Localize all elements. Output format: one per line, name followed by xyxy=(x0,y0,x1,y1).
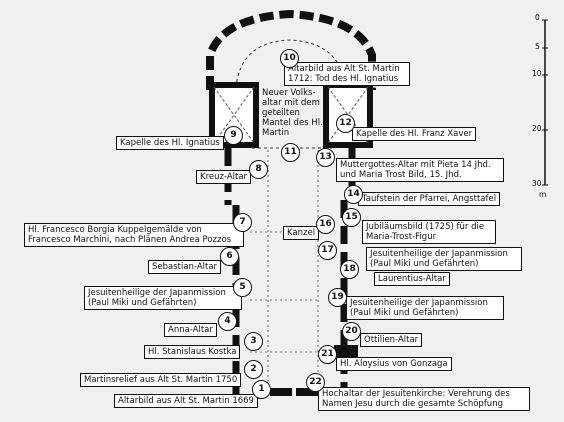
scale-unit: m xyxy=(539,190,547,199)
marker-3: 3 xyxy=(244,332,263,351)
label-6: Sebastian-Altar xyxy=(148,260,222,274)
marker-15: 15 xyxy=(342,208,361,227)
label-20: Ottilien-Altar xyxy=(360,333,423,347)
label-15: Jubiläumsbild (1725) für die Maria-Trost… xyxy=(362,220,496,244)
apse-inner-vault xyxy=(235,39,347,89)
marker-7: 7 xyxy=(233,213,252,232)
chapel-right-cross-b xyxy=(327,86,369,144)
entrance-left xyxy=(270,388,292,396)
marker-2: 2 xyxy=(244,360,263,379)
label-16: Kanzel xyxy=(283,226,320,240)
marker-17: 17 xyxy=(318,241,337,260)
marker-13: 13 xyxy=(316,148,335,167)
label-8: Kreuz-Altar xyxy=(196,170,252,184)
scale-tick-0: 0 xyxy=(535,13,540,22)
marker-18: 18 xyxy=(340,260,359,279)
label-17: Jesuitenheilige der Japanmission (Paul M… xyxy=(366,247,522,271)
label-2: Martinsrelief aus Alt St. Martin 1750 xyxy=(80,373,242,387)
marker-22: 22 xyxy=(306,373,325,392)
label-14: Taufstein der Pfarrei, Angsttafel xyxy=(358,192,501,206)
marker-16: 16 xyxy=(316,215,335,234)
marker-4: 4 xyxy=(218,312,237,331)
chapel-left-cross-b xyxy=(213,86,255,144)
side-block-right xyxy=(334,345,358,357)
label-13: Muttergottes-Altar mit Pieta 14 Jhd. und… xyxy=(336,158,504,182)
scale-tick-10: 10 xyxy=(532,69,542,78)
scale-tick-30: 30 xyxy=(532,179,542,188)
scale-tick-5: 5 xyxy=(535,42,540,51)
marker-8: 8 xyxy=(249,160,268,179)
marker-14: 14 xyxy=(344,185,363,204)
label-9: Kapelle des Hl. Ignatius xyxy=(116,136,224,150)
label-3: Hl. Stanislaus Kostka xyxy=(144,345,241,359)
marker-10: 10 xyxy=(280,49,299,68)
marker-12: 12 xyxy=(336,114,355,133)
marker-21: 21 xyxy=(318,345,337,364)
entrance-right xyxy=(296,388,318,396)
label-18: Laurentius-Altar xyxy=(374,272,450,286)
label-12: Kapelle des Hl. Franz Xaver xyxy=(352,127,477,141)
chapel-left-cross-a xyxy=(213,86,255,144)
label-21: Hl. Aloysius von Gonzaga xyxy=(336,357,452,371)
apse-outline xyxy=(206,9,376,90)
label-22: Hochaltar der Jesuitenkirche: Verehrung … xyxy=(318,387,530,411)
label-19: Jesuitenheilige der Japanmission (Paul M… xyxy=(346,296,504,320)
label-1: Altarbild aus Alt St. Martin 1669 xyxy=(114,394,258,408)
label-4: Anna-Altar xyxy=(164,323,217,337)
label-altar: Neuer Volks-altar mit dem geteilten Mant… xyxy=(262,88,323,138)
marker-11: 11 xyxy=(281,143,300,162)
label-10: Altarbild aus Alt St. Martin 1712: Tod d… xyxy=(284,62,410,86)
marker-9: 9 xyxy=(224,126,243,145)
label-7: Hl. Francesco Borgia Kuppelgemälde von F… xyxy=(24,223,244,247)
marker-20: 20 xyxy=(342,322,361,341)
marker-19: 19 xyxy=(328,288,347,307)
chapel-left-block xyxy=(209,82,259,148)
marker-5: 5 xyxy=(233,278,252,297)
label-5: Jesuitenheilige der Japanmission (Paul M… xyxy=(84,286,242,310)
marker-6: 6 xyxy=(220,247,239,266)
marker-1: 1 xyxy=(252,380,271,399)
scale-tick-20: 20 xyxy=(532,124,542,133)
